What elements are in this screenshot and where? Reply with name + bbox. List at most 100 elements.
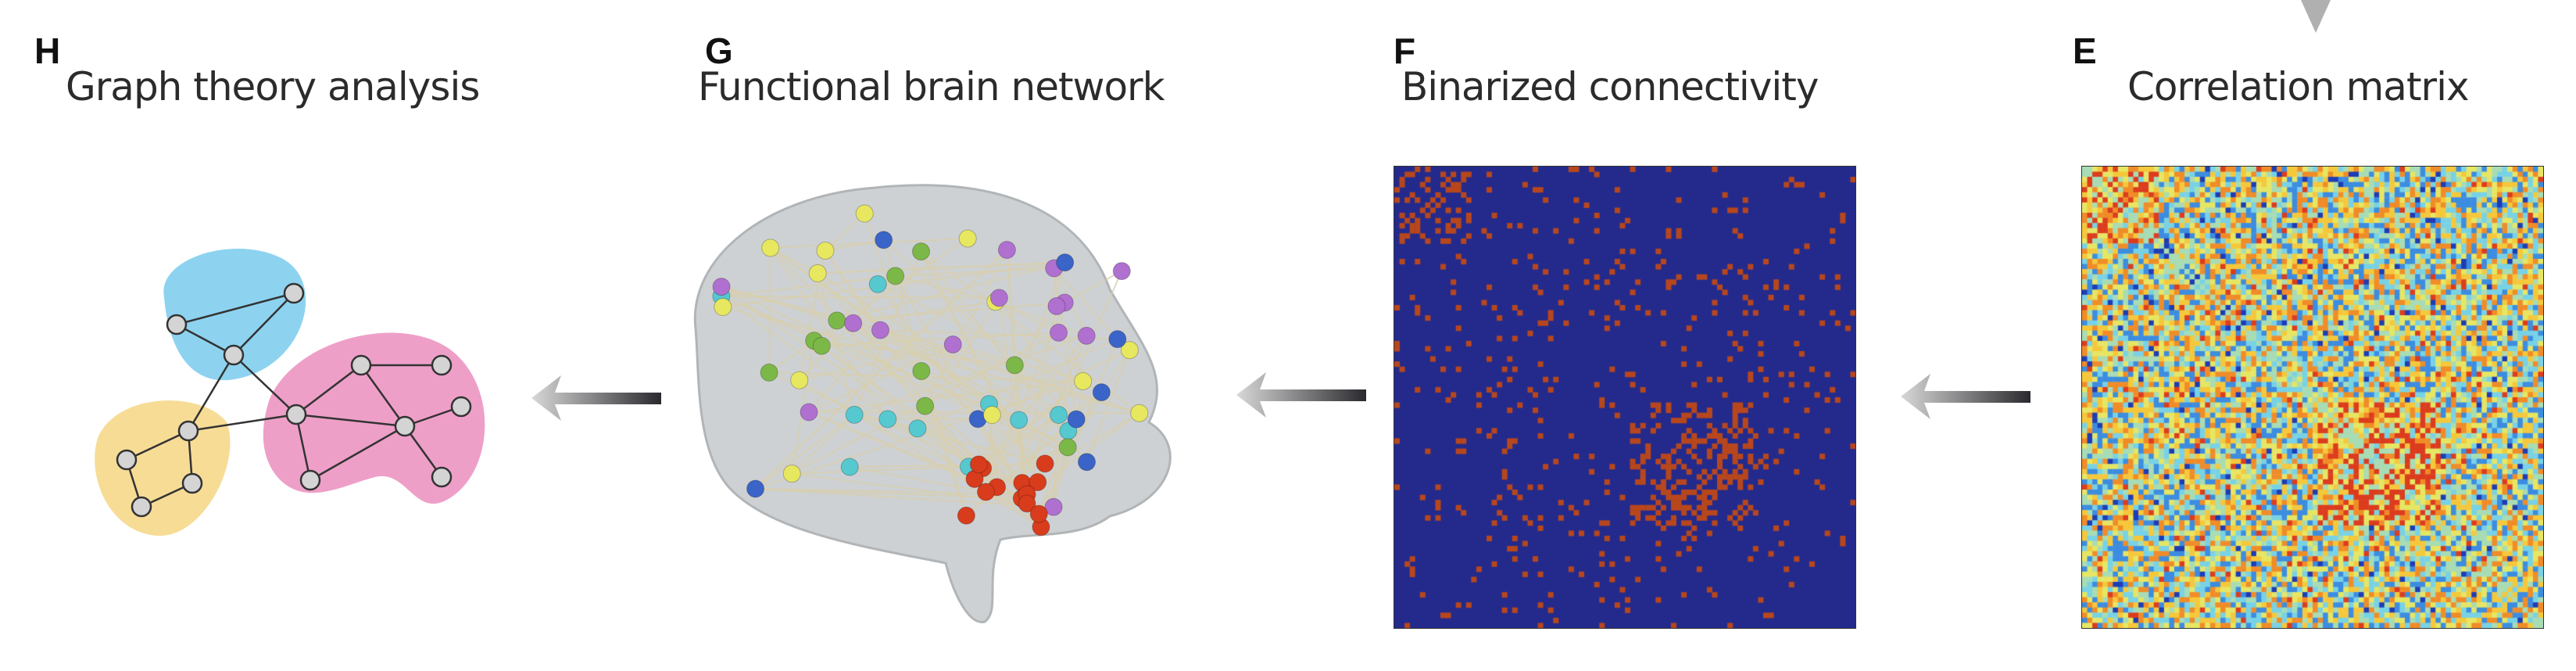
network-node xyxy=(1050,323,1068,342)
network-edge xyxy=(814,339,984,469)
graph-edge xyxy=(188,413,297,432)
graph-node xyxy=(431,354,453,376)
network-node xyxy=(1077,326,1096,345)
network-edge xyxy=(1053,267,1118,340)
network-node xyxy=(800,403,818,422)
network-edge xyxy=(1086,350,1131,463)
network-edge xyxy=(1053,414,1060,508)
network-node xyxy=(1058,438,1077,457)
graph-node xyxy=(285,404,307,425)
graph-edge xyxy=(176,323,234,357)
network-node xyxy=(871,321,889,339)
network-edge xyxy=(853,335,1087,416)
graph-edge xyxy=(176,292,295,326)
network-edge xyxy=(721,295,1019,421)
network-node xyxy=(1130,404,1149,422)
graph-edge xyxy=(295,413,406,428)
network-node xyxy=(1056,253,1075,272)
network-node xyxy=(1044,497,1063,516)
network-node xyxy=(808,264,827,282)
graph-edge xyxy=(233,292,295,356)
network-node xyxy=(957,506,975,525)
network-edge xyxy=(995,300,1059,334)
network-edge xyxy=(791,414,855,475)
network-edge xyxy=(825,249,975,480)
network-edge xyxy=(825,239,884,252)
network-node xyxy=(844,314,863,332)
panel-title-graph-theory: Graph theory analysis xyxy=(66,64,480,109)
network-edge xyxy=(818,261,1065,274)
graph-edge xyxy=(309,425,406,482)
network-edge xyxy=(755,487,1054,508)
network-node xyxy=(1050,406,1068,425)
graph-node xyxy=(350,354,372,376)
network-node xyxy=(1074,371,1093,390)
graph-edge xyxy=(403,425,443,478)
graph-node xyxy=(450,396,472,418)
network-edge xyxy=(721,295,1000,299)
arrow-left-icon xyxy=(531,375,661,421)
network-node xyxy=(1018,494,1036,513)
network-node xyxy=(1108,330,1127,349)
network-edge xyxy=(836,261,1065,321)
network-node xyxy=(1067,410,1086,429)
network-node xyxy=(1005,356,1024,375)
network-node xyxy=(878,410,897,429)
network-edge xyxy=(792,465,969,475)
network-edge xyxy=(920,251,1088,463)
network-node xyxy=(1120,341,1139,360)
network-node xyxy=(943,335,962,353)
network-edge xyxy=(991,349,1130,416)
network-edge xyxy=(924,249,1008,407)
network-edge xyxy=(825,213,865,252)
brain-network-render xyxy=(693,184,1172,623)
network-edge xyxy=(864,213,968,516)
network-node xyxy=(812,336,831,355)
network-edge xyxy=(768,247,771,373)
arrow-left-icon xyxy=(1236,372,1366,418)
network-node xyxy=(989,289,1008,307)
network-edge xyxy=(1053,267,1078,420)
network-node xyxy=(1029,473,1047,492)
network-node xyxy=(746,479,765,498)
network-node xyxy=(912,362,931,381)
network-node xyxy=(1112,262,1131,281)
graph-node xyxy=(177,420,199,442)
network-node xyxy=(840,458,859,476)
network-edge xyxy=(721,285,1140,414)
network-node xyxy=(1029,504,1048,523)
network-edge xyxy=(895,267,1054,277)
network-edge xyxy=(721,295,1087,463)
panel-label-h: H xyxy=(34,30,61,71)
graph-node xyxy=(299,469,321,491)
network-edge xyxy=(754,249,1008,490)
correlation-matrix xyxy=(2081,166,2544,629)
panel-label-f: F xyxy=(1394,30,1416,71)
network-node xyxy=(782,465,801,483)
network-node xyxy=(855,204,874,223)
module-yellow xyxy=(95,400,231,536)
network-edge xyxy=(721,274,896,297)
arrow-left-icon xyxy=(1901,374,2030,419)
network-edge xyxy=(985,414,993,493)
network-node xyxy=(1010,411,1029,429)
graph-node xyxy=(394,415,416,437)
binarized-connectivity-matrix xyxy=(1394,166,1856,629)
network-edge xyxy=(853,322,1046,465)
network-node xyxy=(845,405,864,424)
network-node xyxy=(1047,297,1066,316)
network-node xyxy=(976,483,995,501)
network-edge xyxy=(754,414,855,490)
network-node xyxy=(761,239,780,257)
panel-title-brain-network: Functional brain network xyxy=(698,64,1165,109)
network-edge xyxy=(1064,270,1122,303)
network-edge xyxy=(770,247,980,465)
graph-edge xyxy=(360,364,406,427)
network-edge xyxy=(836,301,1065,321)
network-edge xyxy=(989,403,1068,448)
network-edge xyxy=(853,300,996,325)
network-edge xyxy=(799,343,953,382)
network-node xyxy=(911,242,930,261)
network-node xyxy=(997,241,1016,260)
network-node xyxy=(908,419,927,438)
